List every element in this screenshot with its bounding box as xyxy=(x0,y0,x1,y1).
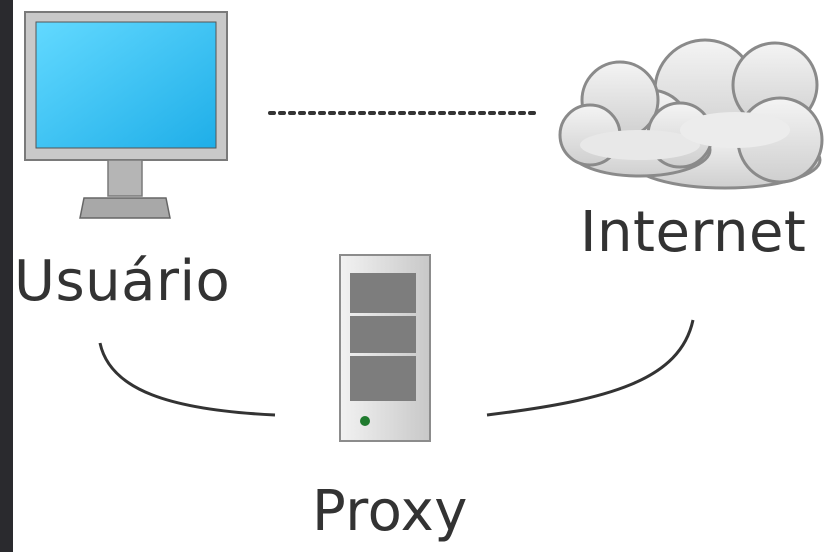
user-label: Usuário xyxy=(14,249,231,314)
computer-monitor-icon xyxy=(24,11,228,219)
cloud-icon xyxy=(558,38,824,190)
server-tower-icon xyxy=(339,254,431,442)
connection-proxy-internet xyxy=(486,319,695,417)
left-edge-bar xyxy=(0,0,13,552)
server-led-icon xyxy=(360,416,370,426)
internet-label: Internet xyxy=(580,200,807,265)
proxy-label: Proxy xyxy=(312,479,468,544)
connection-user-proxy xyxy=(98,342,276,417)
